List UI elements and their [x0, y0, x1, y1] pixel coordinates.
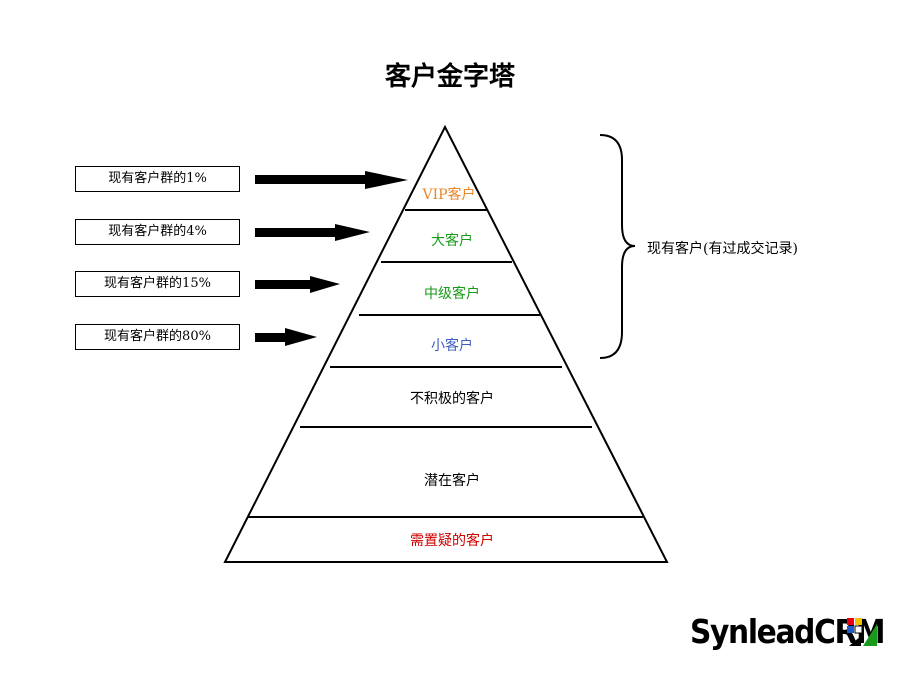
synleadcrm-logo: SynleadCRM — [690, 612, 900, 651]
curly-brace-icon — [599, 134, 636, 359]
existing-customers-label: 现有客户(有过成交记录) — [647, 241, 798, 257]
arrow-icon — [255, 276, 340, 293]
page-title: 客户金字塔 — [384, 62, 515, 92]
percent-box-80: 现有客户群的80% — [75, 324, 240, 350]
level-label-inactive: 不积极的客户 — [410, 391, 494, 407]
arrow-icon — [255, 224, 370, 241]
percent-box-15: 现有客户群的15% — [75, 271, 240, 297]
level-label-large: 大客户 — [431, 233, 473, 249]
arrow-icon — [255, 328, 317, 346]
level-label-questionable: 需置疑的客户 — [410, 533, 494, 549]
logo-mark-icon — [847, 618, 877, 646]
level-label-vip: VIP客户 — [422, 187, 476, 203]
arrow-icon — [255, 171, 408, 189]
percent-box-4: 现有客户群的4% — [75, 219, 240, 245]
level-label-small: 小客户 — [431, 338, 473, 354]
percent-box-1: 现有客户群的1% — [75, 166, 240, 192]
level-label-potential: 潜在客户 — [424, 473, 480, 489]
pyramid-outline — [223, 124, 669, 563]
level-label-medium: 中级客户 — [424, 286, 480, 302]
